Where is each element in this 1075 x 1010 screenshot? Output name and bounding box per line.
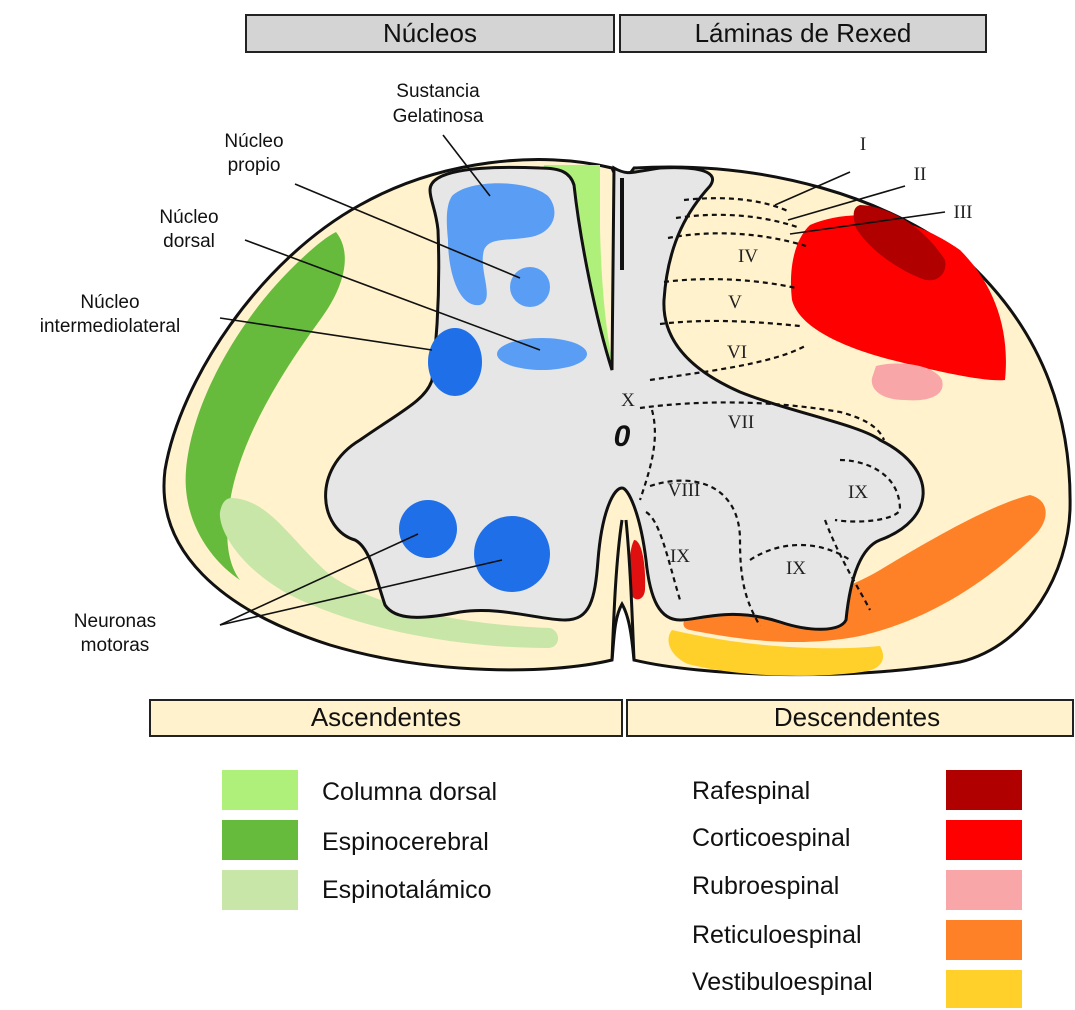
lamina-label-VIII: VIII xyxy=(668,480,701,501)
legend-swatch-columna-dorsal xyxy=(222,770,298,810)
header-ascendentes: Ascendentes xyxy=(150,700,622,736)
legend-label-vestibuloespinal: Vestibuloespinal xyxy=(692,968,873,996)
label-propio-l1: Núcleo xyxy=(224,131,283,152)
header-laminas-label: Láminas de Rexed xyxy=(695,18,912,48)
lamina-label-I: I xyxy=(860,134,866,155)
label-sustancia-l1: Sustancia xyxy=(396,81,480,102)
legend-label-reticuloespinal: Reticuloespinal xyxy=(692,921,862,949)
legend-swatch-espinocerebral xyxy=(222,820,298,860)
header-ascendentes-label: Ascendentes xyxy=(311,702,461,732)
label-motor-l1: Neuronas xyxy=(74,611,156,632)
header-descendentes-label: Descendentes xyxy=(774,702,940,732)
lamina-label-III: III xyxy=(954,202,973,223)
legend-label-espinocerebral: Espinocerebral xyxy=(322,828,489,856)
label-intermed-l2: intermediolateral xyxy=(40,316,180,337)
legend-label-columna-dorsal: Columna dorsal xyxy=(322,778,497,806)
label-dorsal-l2: dorsal xyxy=(163,231,215,252)
legend-swatch-rubroespinal xyxy=(946,870,1022,910)
label-sustancia-l2: Gelatinosa xyxy=(393,106,484,127)
label-propio-l2: propio xyxy=(228,155,281,176)
header-nucleos: Núcleos xyxy=(246,15,614,52)
legend-descending: Rafespinal Corticoespinal Rubroespinal R… xyxy=(692,770,1022,1008)
lamina-label-IX-b: IX xyxy=(670,546,690,567)
lamina-label-II: II xyxy=(914,164,927,185)
label-dorsal-l1: Núcleo xyxy=(159,207,218,228)
nucleus-propio xyxy=(510,267,550,307)
central-canal-label: 0 xyxy=(614,420,631,453)
lamina-label-VI: VI xyxy=(727,342,747,363)
legend-ascending: Columna dorsal Espinocerebral Espinotalá… xyxy=(222,770,497,910)
legend-swatch-reticuloespinal xyxy=(946,920,1022,960)
lamina-label-IX-c: IX xyxy=(786,558,806,579)
legend-swatch-espinotalamico xyxy=(222,870,298,910)
legend-label-rafespinal: Rafespinal xyxy=(692,777,810,805)
legend-label-espinotalamico: Espinotalámico xyxy=(322,876,492,904)
lamina-label-VII: VII xyxy=(728,412,754,433)
lamina-label-V: V xyxy=(728,292,742,313)
nucleus-dorsal xyxy=(497,338,587,370)
header-descendentes: Descendentes xyxy=(627,700,1073,736)
motor-neuron-large xyxy=(474,516,550,592)
label-motor-l2: motoras xyxy=(81,635,150,656)
lamina-label-X: X xyxy=(621,390,635,411)
header-laminas: Láminas de Rexed xyxy=(620,15,986,52)
legend-swatch-corticoespinal xyxy=(946,820,1022,860)
legend-swatch-vestibuloespinal xyxy=(946,970,1022,1008)
lamina-label-IX-a: IX xyxy=(848,482,868,503)
label-intermed-l1: Núcleo xyxy=(80,292,139,313)
header-nucleos-label: Núcleos xyxy=(383,18,477,48)
legend-swatch-rafespinal xyxy=(946,770,1022,810)
motor-neuron-small xyxy=(399,500,457,558)
nucleus-intermediolateral xyxy=(428,328,482,396)
legend-label-corticoespinal: Corticoespinal xyxy=(692,824,850,852)
lamina-label-IV: IV xyxy=(738,246,758,267)
legend-label-rubroespinal: Rubroespinal xyxy=(692,872,839,900)
